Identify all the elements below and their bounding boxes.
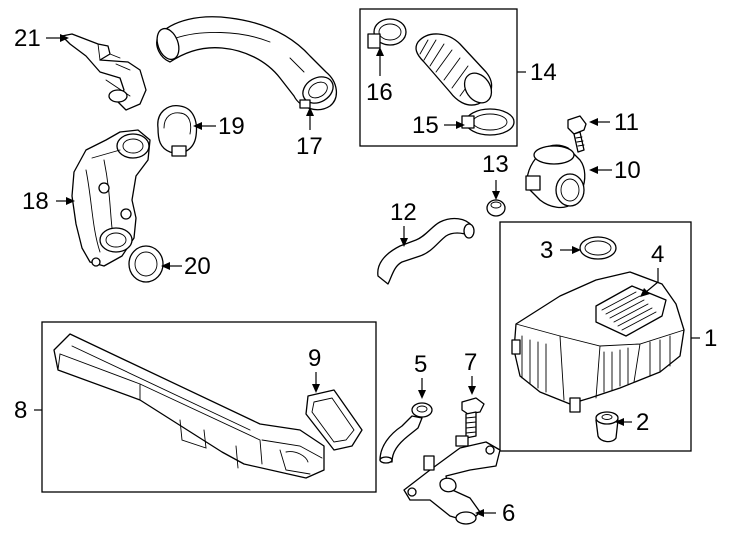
callout-17: 17 xyxy=(296,133,323,160)
part-1-air-cleaner-housing[interactable] xyxy=(511,271,685,413)
group-box-8 xyxy=(41,321,377,493)
part-20-seal[interactable] xyxy=(128,245,164,283)
part-8-lower-duct[interactable] xyxy=(53,333,325,479)
callout-14: 14 xyxy=(530,59,557,86)
callout-15: 15 xyxy=(412,112,439,139)
group-box-1 xyxy=(499,221,692,452)
part-6-bracket[interactable] xyxy=(403,435,501,525)
callout-6: 6 xyxy=(502,500,515,527)
part-10-air-flow-housing[interactable] xyxy=(525,144,586,209)
part-5-breather-hose[interactable] xyxy=(379,402,433,464)
leader-lines xyxy=(34,34,700,517)
part-17-intake-duct[interactable] xyxy=(153,16,338,111)
callout-2: 2 xyxy=(636,409,649,436)
part-15-clamp[interactable] xyxy=(461,108,515,136)
callout-1: 1 xyxy=(704,325,717,352)
part-13-grommet[interactable] xyxy=(486,199,506,217)
part-16-clamp[interactable] xyxy=(367,18,407,49)
callout-11: 11 xyxy=(614,109,639,136)
part-2-mount[interactable] xyxy=(595,411,619,443)
callout-8: 8 xyxy=(14,397,27,424)
callout-7: 7 xyxy=(464,349,477,376)
part-12-hose[interactable] xyxy=(377,217,475,285)
part-4-air-filter[interactable] xyxy=(595,285,667,337)
part-9-gasket[interactable] xyxy=(305,389,363,451)
part-7-bolt[interactable] xyxy=(461,397,485,439)
callout-labels: 21 19 18 20 17 16 15 14 11 10 13 12 3 4 … xyxy=(14,25,717,527)
part-14-corrugated-hose[interactable] xyxy=(415,33,497,108)
part-3-o-ring[interactable] xyxy=(579,236,617,260)
callout-19: 19 xyxy=(218,113,245,140)
part-18-resonator[interactable] xyxy=(71,129,151,267)
callout-20: 20 xyxy=(184,253,211,280)
callout-10: 10 xyxy=(614,157,641,184)
callout-12: 12 xyxy=(390,199,417,226)
callout-13: 13 xyxy=(482,151,509,178)
callout-3: 3 xyxy=(540,237,553,264)
part-21-hose[interactable] xyxy=(61,33,147,111)
part-19-clamp[interactable] xyxy=(157,105,198,157)
group-box-14 xyxy=(359,8,518,147)
callout-5: 5 xyxy=(414,351,427,378)
callout-18: 18 xyxy=(22,188,49,215)
callout-21: 21 xyxy=(14,25,41,52)
part-11-bolt[interactable] xyxy=(567,115,587,153)
callout-9: 9 xyxy=(308,345,321,372)
callout-16: 16 xyxy=(366,79,393,106)
callout-4: 4 xyxy=(651,241,664,268)
